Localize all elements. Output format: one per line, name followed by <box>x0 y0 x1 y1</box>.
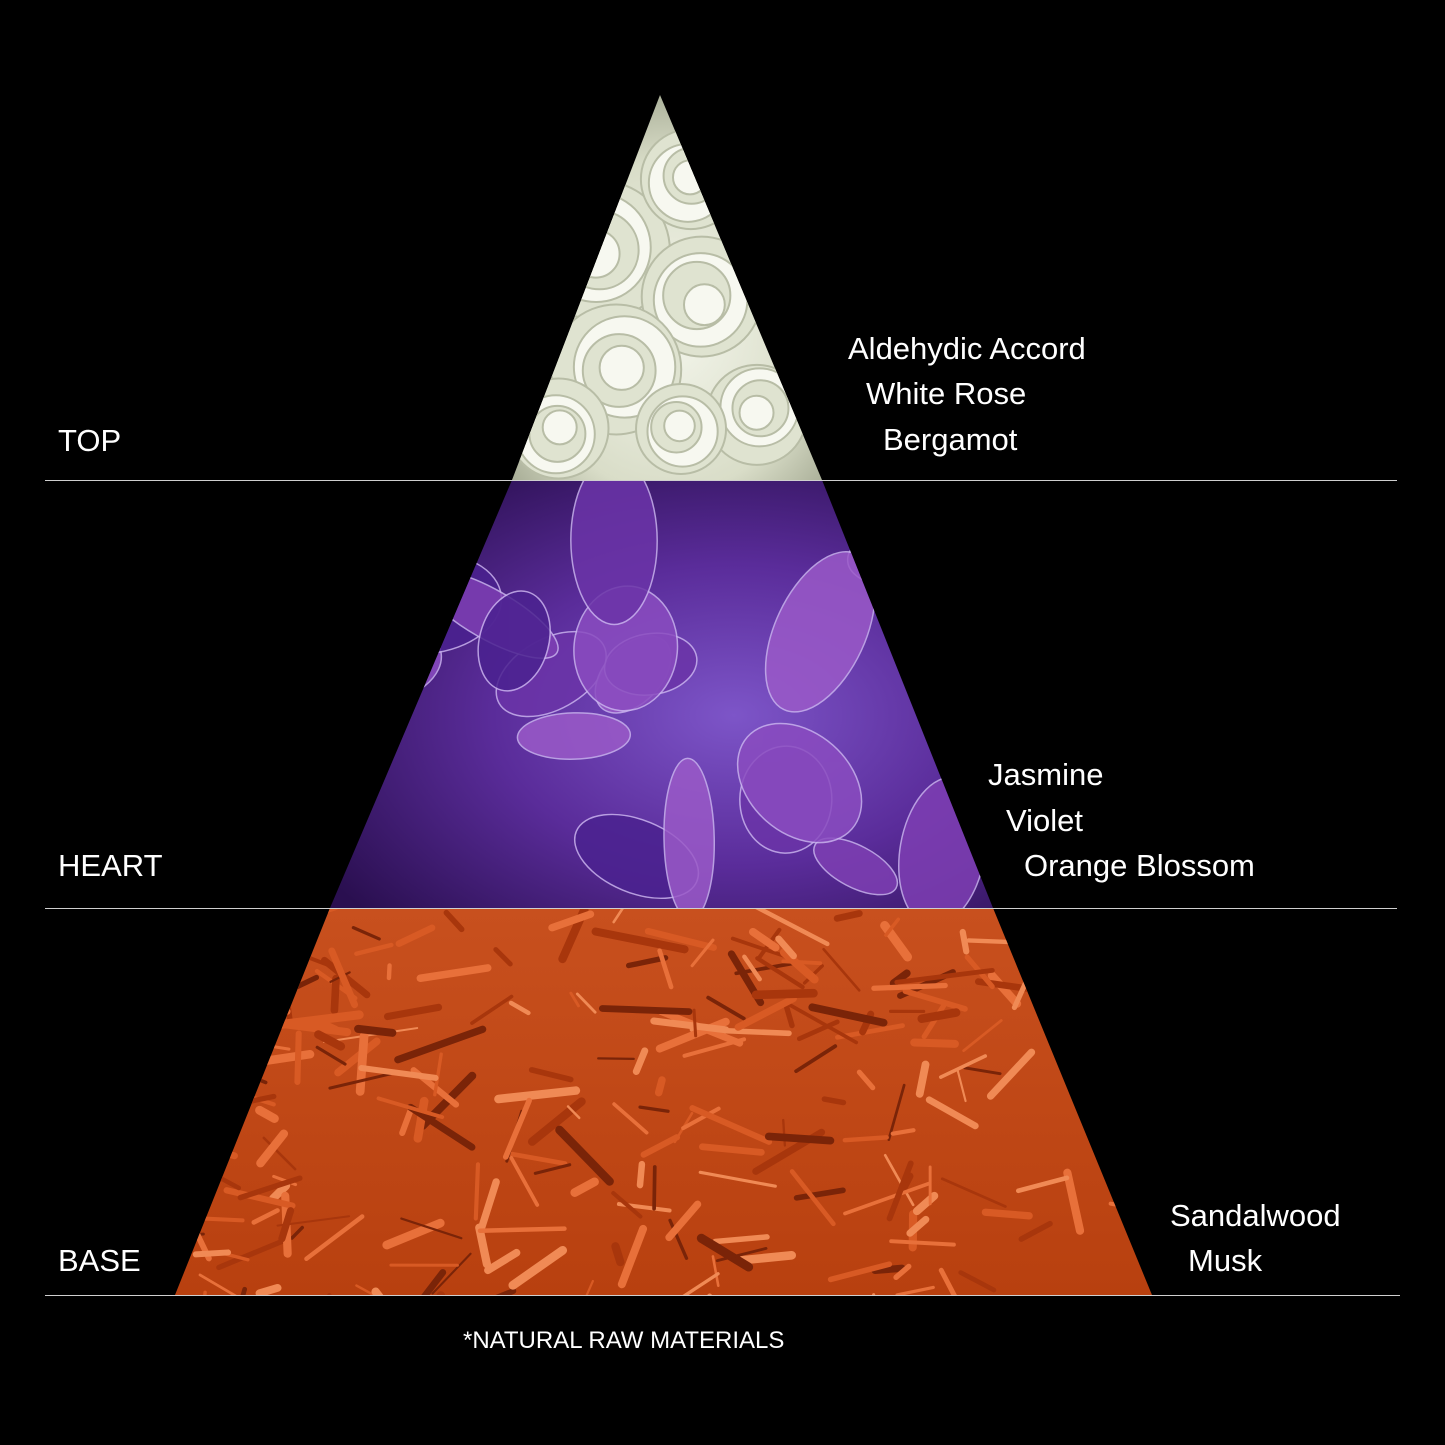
divider-top <box>45 480 1397 481</box>
note-top-1: Aldehydic Accord <box>848 331 1086 366</box>
note-base-1: Sandalwood <box>1170 1198 1341 1233</box>
top-tier-image <box>512 95 822 480</box>
tier-label-top: TOP <box>58 423 122 458</box>
note-base-2: Musk <box>1188 1243 1263 1278</box>
note-heart-3: Orange Blossom <box>1024 848 1255 883</box>
divider-heart <box>45 908 1397 909</box>
note-heart-1: Jasmine <box>988 757 1104 792</box>
note-top-2: White Rose <box>866 376 1027 411</box>
tier-label-base: BASE <box>58 1243 141 1278</box>
tier-label-heart: HEART <box>58 848 163 883</box>
note-top-3: Bergamot <box>883 422 1018 457</box>
footnote: *NATURAL RAW MATERIALS <box>463 1327 785 1354</box>
note-heart-2: Violet <box>1006 803 1083 838</box>
heart-tier-image <box>330 480 993 908</box>
base-tier-image <box>175 908 1152 1295</box>
divider-base <box>45 1295 1400 1296</box>
